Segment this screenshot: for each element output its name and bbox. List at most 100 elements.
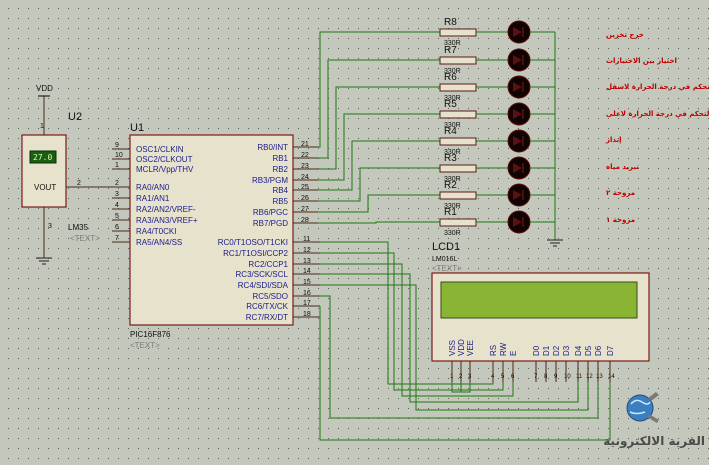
- led-diode-triangle: [513, 55, 522, 65]
- output-labels: خرج تخزين اختيار بين الاختيارات خرج التحكم…: [605, 31, 709, 224]
- resistor[interactable]: [439, 218, 477, 227]
- mcu-pin-name: RB2: [272, 165, 288, 174]
- resistor-value: 330R: [444, 149, 461, 156]
- mcu-pin-number: 13: [303, 258, 311, 265]
- lcd-pin-name: D2: [552, 345, 561, 356]
- output-label: خرج التحكم في درجة الحرارة لاعلى: [606, 110, 709, 118]
- mcu-pin-name: RC5/SDO: [252, 292, 288, 301]
- mcu-pin-number: 6: [115, 224, 119, 231]
- lcd-pin-number: 3: [468, 374, 472, 380]
- sensor-part: LM35: [68, 223, 89, 232]
- lcd-part: LM016L: [432, 256, 457, 263]
- mcu-part: PIC16F876: [130, 330, 171, 339]
- resistor[interactable]: [439, 110, 477, 119]
- mcu-pin-name: RB1: [272, 154, 288, 163]
- mcu-portc-pins: 11RC0/T1OSO/T1CKI12RC1/T1OSI/CCP213RC2/C…: [218, 236, 320, 322]
- sensor-ground-symbol: [36, 257, 52, 265]
- led-bank: [507, 20, 555, 234]
- temperature-value: 27.0: [33, 153, 52, 162]
- lcd-pin-number: 10: [564, 374, 571, 380]
- mcu-pin-number: 28: [301, 217, 309, 224]
- led-ground-bus: [547, 32, 563, 247]
- resistor[interactable]: [439, 164, 477, 173]
- vdd-label: VDD: [36, 84, 53, 93]
- lcd-pin-name: RS: [489, 345, 498, 356]
- lcd-pin-number: 6: [511, 374, 515, 380]
- mcu-pin-number: 21: [301, 141, 309, 148]
- mcu-ref: U1: [130, 122, 144, 134]
- lcd-pin-number: 14: [608, 374, 615, 380]
- mcu-body: [129, 134, 294, 326]
- resistor-ref: R3: [444, 153, 457, 164]
- mcu-pin-name: OSC2/CLKOUT: [136, 155, 193, 164]
- portb-wire: [318, 59, 440, 159]
- mcu-pin-number: 27: [301, 206, 309, 213]
- mcu-pin-number: 12: [303, 247, 311, 254]
- lcd-pin-name: VEE: [466, 340, 475, 356]
- portc-wire: [320, 284, 589, 411]
- sensor-pin-3: 3: [48, 223, 52, 230]
- mcu-pin-name: RC7/RX/DT: [246, 313, 288, 322]
- portb-wire: [318, 113, 440, 181]
- output-label: خرج تخزين: [606, 31, 644, 39]
- sensor-text-placeholder: <TEXT>: [70, 234, 100, 243]
- lcd-pin-number: 8: [544, 374, 548, 380]
- lcd-pin-name: D5: [584, 345, 593, 356]
- resistor-value: 330R: [444, 203, 461, 210]
- logo-text: القرية الالكترونية: [603, 434, 705, 449]
- lcd-pin-name: D7: [606, 345, 615, 356]
- lm35-sensor[interactable]: 1 27.0 VOUT 2 3 U2 LM35 <TEXT>: [21, 111, 112, 258]
- resistor-value: 330R: [444, 68, 461, 75]
- lcd-ref: LCD1: [432, 241, 460, 253]
- mcu-pin-name: OSC1/CLKIN: [136, 145, 184, 154]
- led-diode-triangle: [513, 217, 522, 227]
- lcd-pin-number: 1: [450, 374, 454, 380]
- resistor[interactable]: [439, 56, 477, 65]
- resistor[interactable]: [439, 191, 477, 200]
- lcd-pin-name: VSS: [448, 340, 457, 356]
- portc-wire: [320, 241, 494, 385]
- lcd-pins: VSS1VDD2VEE3RS4RW5E6D07D18D29D310D411D51…: [448, 339, 615, 382]
- vdd-terminal[interactable]: VDD: [36, 84, 53, 118]
- mcu-pin-number: 2: [115, 180, 119, 187]
- mcu-pin-name: RB0/INT: [257, 143, 288, 152]
- resistor-value: 330R: [444, 122, 461, 129]
- mcu-pin-number: 5: [115, 213, 119, 220]
- resistor-ref: R7: [444, 45, 457, 56]
- lcd-pin-number: 7: [534, 374, 538, 380]
- resistor-value: 330R: [444, 230, 461, 237]
- mcu-pin-number: 9: [115, 142, 119, 149]
- lcd-screen: [440, 281, 638, 319]
- mcu-pin-number: 16: [303, 290, 311, 297]
- resistor-ref: R8: [444, 17, 457, 28]
- resistor-value: 330R: [444, 176, 461, 183]
- mcu-pin-name: RA3/AN3/VREF+: [136, 216, 198, 225]
- resistor-value: 330R: [444, 40, 461, 47]
- mcu-pin-name: RC4/SDI/SDA: [238, 281, 289, 290]
- lcd-pin-number: 5: [501, 374, 505, 380]
- resistor[interactable]: [439, 28, 477, 37]
- output-label: خرج التحكم في درجة الحرارة لاسفل: [606, 83, 709, 91]
- led-diode-triangle: [513, 163, 522, 173]
- mcu-pin-name: RC0/T1OSO/T1CKI: [218, 238, 288, 247]
- mcu-pin-name: RB6/PGC: [253, 208, 288, 217]
- mcu-text-placeholder: <TEXT>: [130, 341, 160, 350]
- resistor-ref: R2: [444, 180, 457, 191]
- output-label: اختيار بين الاختيارات: [606, 57, 677, 65]
- resistor[interactable]: [439, 83, 477, 92]
- resistor-ref: R1: [444, 207, 457, 218]
- resistor-ref: R4: [444, 126, 457, 137]
- lcd-module[interactable]: LCD1 LM016L <TEXT> VSS1VDD2VEE3RS4RW5E6D…: [431, 241, 650, 382]
- lcd-pin-number: 11: [576, 374, 583, 380]
- resistor[interactable]: [439, 137, 477, 146]
- mcu-pin-number: 22: [301, 152, 309, 159]
- portb-wires: [318, 31, 440, 224]
- lcd-pin-name: D3: [562, 345, 571, 356]
- mcu-pin-number: 18: [303, 311, 311, 318]
- mcu-pin-number: 7: [115, 235, 119, 242]
- lcd-pin-name: D6: [594, 345, 603, 356]
